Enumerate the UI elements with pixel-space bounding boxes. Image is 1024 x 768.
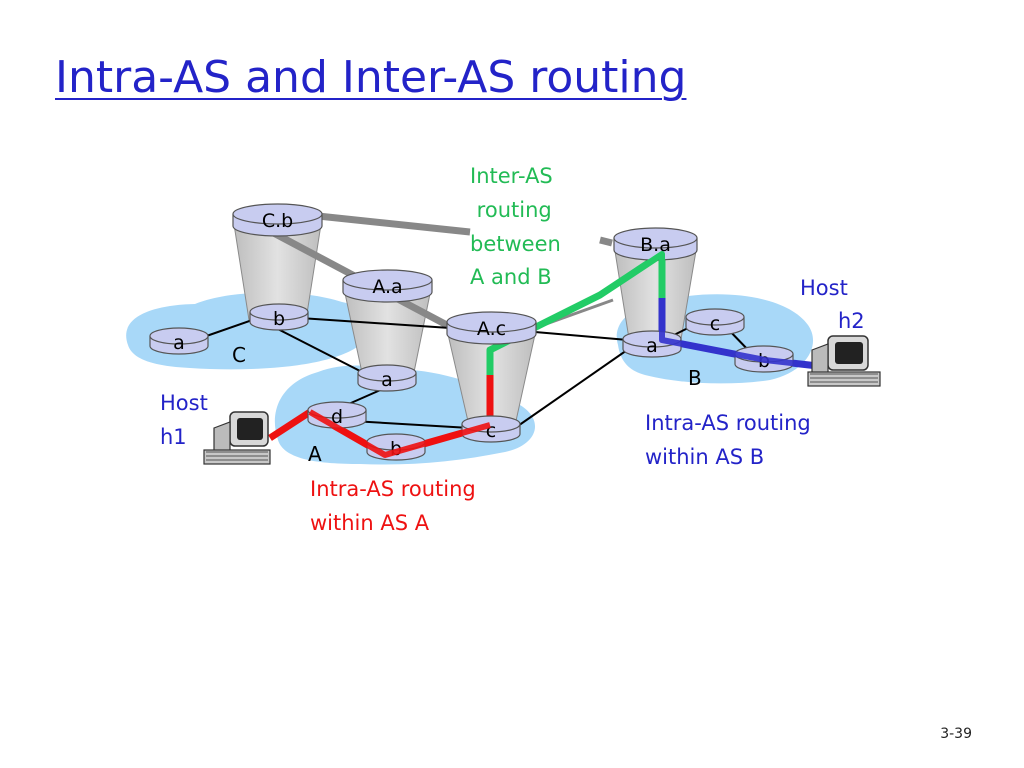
router-aa: A.a bbox=[342, 269, 433, 303]
router-cb: C.b bbox=[232, 203, 323, 237]
router-a-a-label: a bbox=[381, 369, 393, 391]
router-cb-label: C.b bbox=[262, 210, 293, 232]
slide-title: Intra-AS and Inter-AS routing bbox=[55, 52, 687, 103]
router-c-a: a bbox=[149, 327, 209, 355]
inter-as-path-overlay bbox=[598, 251, 665, 298]
host-h2-computer-icon bbox=[807, 335, 881, 387]
as-c-label: C bbox=[232, 343, 246, 367]
link-cb-ba-end bbox=[599, 236, 613, 247]
link-cb-ba bbox=[317, 212, 471, 236]
router-b-a-label: a bbox=[646, 335, 658, 357]
intra-as-b-path-overlay bbox=[659, 330, 819, 369]
intra-as-a-annotation: Intra-AS routing within AS A bbox=[310, 477, 482, 535]
router-b-c-label: c bbox=[710, 313, 720, 335]
host-h2-label: Host h2 bbox=[800, 276, 865, 333]
as-b-label: B bbox=[688, 366, 702, 390]
intra-as-b-annotation: Intra-AS routing within AS B bbox=[645, 411, 817, 469]
router-b-c: c bbox=[685, 308, 745, 336]
as-a-label: A bbox=[308, 442, 322, 466]
router-a-c-label: c bbox=[486, 420, 496, 442]
intra-as-a-path-overlay bbox=[308, 409, 491, 458]
router-c-b: b bbox=[249, 303, 309, 331]
router-aa-label: A.a bbox=[372, 276, 402, 298]
router-c-a-label: a bbox=[173, 332, 185, 354]
router-ac: A.c bbox=[446, 311, 537, 345]
router-ba: B.a bbox=[613, 227, 698, 261]
router-c-b-label: b bbox=[273, 308, 285, 330]
host-h1-label: Host h1 bbox=[160, 391, 215, 449]
host-h1-computer-icon bbox=[203, 411, 271, 465]
router-ba-label: B.a bbox=[640, 234, 671, 256]
page-number: 3-39 bbox=[940, 726, 972, 742]
router-a-a: a bbox=[357, 364, 417, 392]
inter-as-annotation: Inter-AS routing between A and B bbox=[470, 164, 568, 289]
router-ac-label: A.c bbox=[477, 318, 506, 340]
